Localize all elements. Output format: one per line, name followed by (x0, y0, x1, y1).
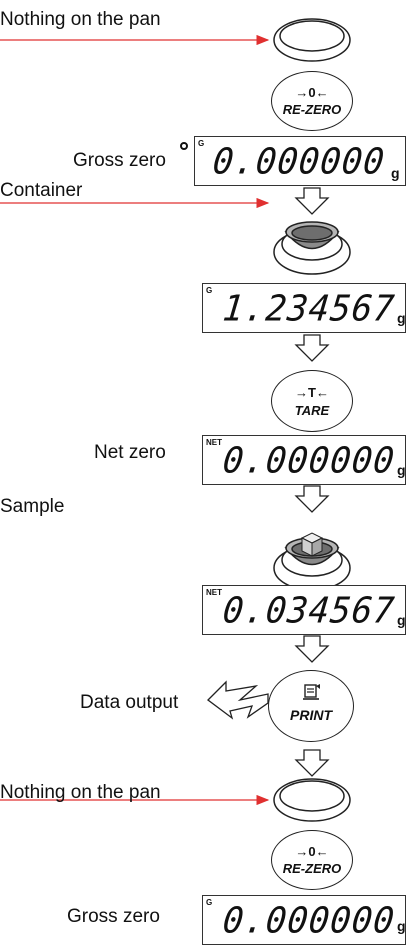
display-value: 0.000000 (220, 440, 397, 482)
down-arrow-1 (294, 187, 330, 215)
key-symbol: →T← (295, 385, 329, 400)
pan-with-container (273, 221, 351, 275)
display-value: 1.234567 (220, 288, 397, 330)
display-mark: G (206, 286, 213, 295)
display-mark: G (198, 139, 205, 148)
display-mark: NET (206, 438, 222, 447)
empty-pan-1 (273, 18, 351, 62)
label-nothing-on-pan-2: Nothing on the pan (0, 782, 161, 803)
display-gross-zero-2: G 0.000000 g (202, 895, 406, 945)
display-gross-zero-1: G 0.000000 g (194, 136, 406, 186)
display-unit: g (397, 612, 406, 628)
display-net-zero: NET 0.000000 g (202, 435, 406, 485)
key-label: RE-ZERO (282, 861, 342, 876)
display-value: 0.000000 (210, 141, 387, 183)
down-arrow-4 (294, 635, 330, 663)
pan-with-sample (273, 532, 351, 591)
key-label: TARE (294, 403, 330, 418)
rezero-key-2[interactable]: →0← RE-ZERO (271, 830, 353, 890)
key-symbol: →0← (295, 85, 329, 100)
label-nothing-on-pan-1: Nothing on the pan (0, 9, 161, 30)
printer-icon (303, 684, 320, 700)
label-data-output: Data output (80, 692, 179, 713)
display-unit: g (397, 310, 406, 326)
display-mark: G (206, 898, 213, 907)
print-key[interactable]: PRINT (268, 670, 354, 742)
rezero-key-1[interactable]: →0← RE-ZERO (271, 71, 353, 131)
display-container-weight: G 1.234567 g (202, 283, 406, 333)
display-value: 0.034567 (220, 590, 397, 632)
label-sample: Sample (0, 496, 65, 517)
display-unit: g (397, 462, 406, 478)
display-value: 0.000000 (220, 900, 397, 942)
key-label: RE-ZERO (282, 102, 342, 117)
tare-key[interactable]: →T← TARE (271, 370, 353, 432)
display-unit: g (397, 918, 406, 934)
label-gross-zero-2: Gross zero (67, 906, 160, 927)
down-arrow-3 (294, 485, 330, 513)
data-output-arrow-icon (207, 680, 269, 720)
label-net-zero: Net zero (94, 442, 166, 463)
display-unit: g (391, 165, 400, 181)
label-container: Container (0, 180, 83, 201)
down-arrow-5 (294, 749, 330, 777)
key-symbol: →0← (295, 844, 329, 859)
display-mark: NET (206, 588, 222, 597)
display-sample-weight: NET 0.034567 g (202, 585, 406, 635)
label-gross-zero-1: Gross zero (73, 150, 166, 171)
down-arrow-2 (294, 334, 330, 362)
key-label: PRINT (290, 707, 332, 723)
stable-indicator (180, 142, 188, 150)
empty-pan-2 (273, 778, 351, 822)
